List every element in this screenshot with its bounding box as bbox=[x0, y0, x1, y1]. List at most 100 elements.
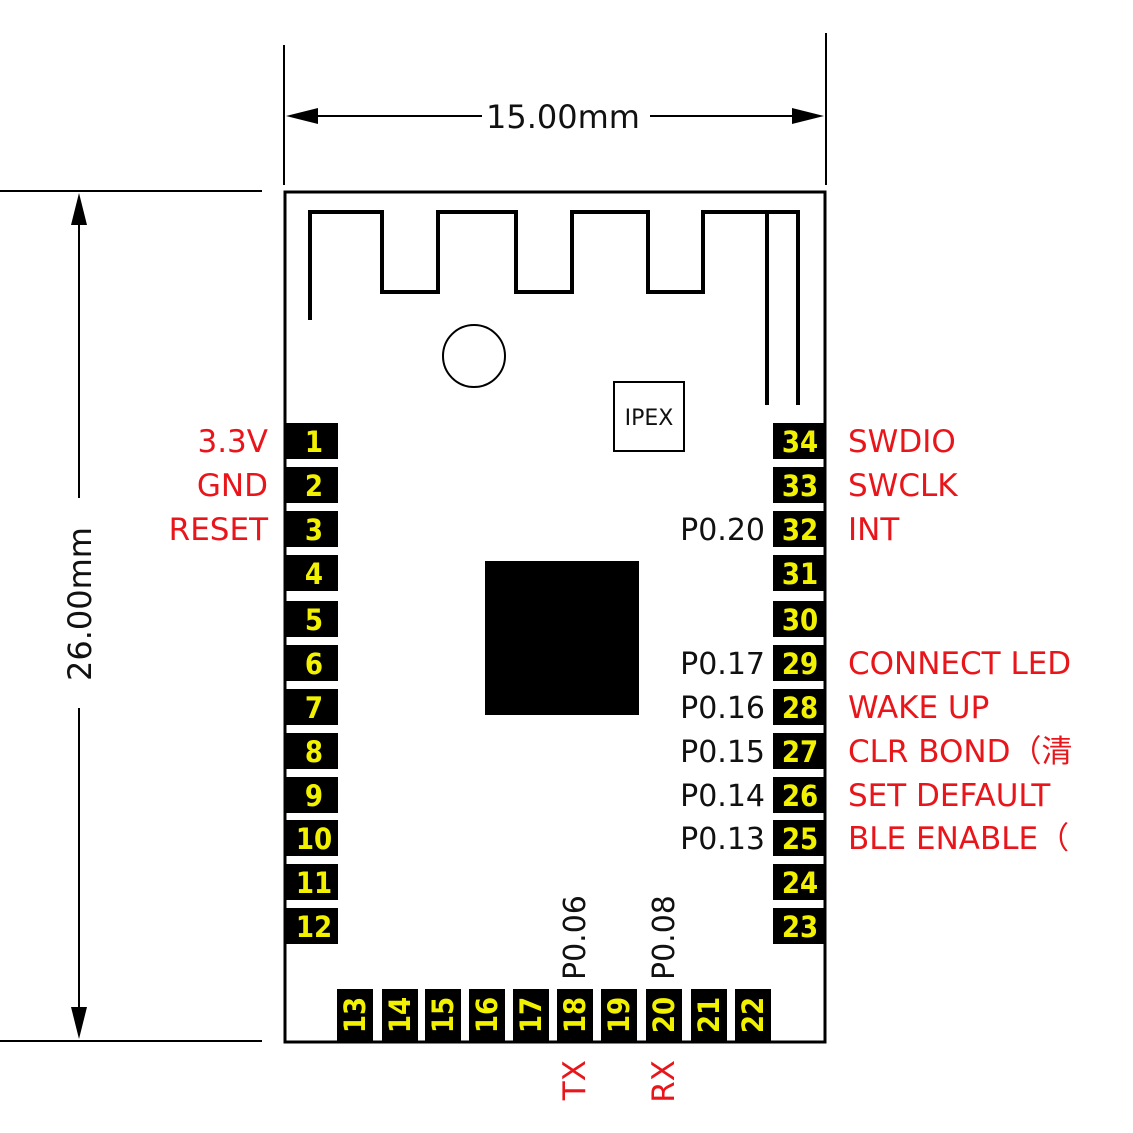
pin-number: 22 bbox=[736, 997, 770, 1033]
pin-21: 21 bbox=[691, 989, 727, 1041]
chip bbox=[485, 561, 639, 715]
pin-pad bbox=[286, 733, 338, 769]
pin-number: 13 bbox=[338, 997, 372, 1033]
pin-number: 11 bbox=[296, 866, 332, 900]
pin-9: 9 bbox=[286, 777, 338, 813]
pin-7: 7 bbox=[286, 689, 338, 725]
pin-number: 15 bbox=[426, 997, 460, 1033]
pin-11: 11 bbox=[286, 864, 338, 900]
ipex-label: IPEX bbox=[625, 406, 674, 431]
pin-number: 28 bbox=[782, 691, 818, 725]
pin-number: 19 bbox=[602, 997, 636, 1033]
pin-number: 17 bbox=[514, 997, 548, 1033]
pin-gpio-label: P0.13 bbox=[680, 822, 765, 857]
pin-number: 18 bbox=[558, 997, 592, 1033]
pin-number: 12 bbox=[296, 910, 332, 944]
pin-pad bbox=[286, 555, 338, 591]
pin-gpio-label: P0.20 bbox=[680, 513, 765, 548]
pin-number: 9 bbox=[305, 779, 323, 813]
pin-pad bbox=[286, 864, 338, 900]
pin-function-label: CONNECT LED bbox=[848, 646, 1071, 682]
pin-31: 31 bbox=[773, 555, 825, 591]
pin-14: 14 bbox=[382, 989, 418, 1041]
pin-pad bbox=[286, 423, 338, 459]
pin-number: 4 bbox=[305, 557, 323, 591]
pin-pad bbox=[425, 989, 461, 1041]
arrowhead-right-icon bbox=[792, 108, 824, 124]
pin-number: 27 bbox=[782, 735, 818, 769]
pin-number: 23 bbox=[782, 910, 818, 944]
pin-function-label: SET DEFAULT bbox=[848, 778, 1051, 814]
pin-pad bbox=[773, 733, 825, 769]
pin-pad bbox=[773, 777, 825, 813]
pin-number: 14 bbox=[383, 997, 417, 1033]
mounting-hole bbox=[442, 324, 506, 388]
pin-pad bbox=[286, 820, 338, 856]
pin-pad bbox=[691, 989, 727, 1041]
pin-function-label: INT bbox=[848, 512, 900, 548]
pin-22: 22 bbox=[735, 989, 771, 1041]
pin-pad bbox=[773, 820, 825, 856]
pin-pad bbox=[773, 908, 825, 944]
pin-number: 7 bbox=[305, 691, 323, 725]
pin-13: 13 bbox=[337, 989, 373, 1041]
pin-gpio-label: P0.17 bbox=[680, 647, 765, 682]
width-dimension: 15.00mm bbox=[283, 33, 827, 185]
pin-function-label: RX bbox=[646, 1060, 682, 1103]
pin-pad bbox=[286, 689, 338, 725]
pin-function-label: CLR BOND（清 bbox=[848, 734, 1073, 770]
height-dimension: 26.00mm bbox=[0, 190, 262, 1042]
pin-29: 29 P0.17 CONNECT LED bbox=[680, 645, 1071, 682]
pin-pad bbox=[286, 777, 338, 813]
pin-pad bbox=[773, 864, 825, 900]
pin-pad bbox=[286, 645, 338, 681]
pin-pad bbox=[773, 511, 825, 547]
pin-6: 6 bbox=[286, 645, 338, 681]
arrowhead-up-icon bbox=[71, 193, 87, 225]
pin-pad bbox=[773, 555, 825, 591]
pin-12: 12 bbox=[286, 908, 338, 944]
pin-number: 34 bbox=[782, 425, 818, 459]
pin-pad bbox=[773, 467, 825, 503]
pin-8: 8 bbox=[286, 733, 338, 769]
pin-number: 10 bbox=[296, 822, 332, 856]
pin-gpio-label: P0.15 bbox=[680, 735, 765, 770]
pin-27: 27 P0.15 CLR BOND（清 bbox=[680, 733, 1073, 770]
pin-number: 2 bbox=[305, 469, 323, 503]
pin-number: 5 bbox=[305, 603, 323, 637]
pin-number: 1 bbox=[305, 425, 323, 459]
pin-number: 29 bbox=[782, 647, 818, 681]
pin-pad bbox=[286, 908, 338, 944]
height-label: 26.00mm bbox=[61, 527, 99, 681]
pin-number: 16 bbox=[470, 997, 504, 1033]
arrowhead-down-icon bbox=[71, 1007, 87, 1039]
pin-19: 19 bbox=[601, 989, 637, 1041]
pin-pad bbox=[646, 989, 682, 1041]
pin-function-label: RESET bbox=[169, 512, 269, 548]
pin-1: 1 3.3V bbox=[197, 423, 338, 460]
pin-pad bbox=[735, 989, 771, 1041]
pin-24: 24 bbox=[773, 864, 825, 900]
pin-gpio-label: P0.08 bbox=[647, 895, 682, 980]
pin-pad bbox=[469, 989, 505, 1041]
pin-function-label: 3.3V bbox=[197, 424, 268, 460]
pin-15: 15 bbox=[425, 989, 461, 1041]
pin-number: 24 bbox=[782, 866, 818, 900]
pin-5: 5 bbox=[286, 601, 338, 637]
pin-gpio-label: P0.06 bbox=[558, 895, 593, 980]
pin-function-label: WAKE UP bbox=[848, 690, 989, 726]
pin-17: 17 bbox=[513, 989, 549, 1041]
pin-16: 16 bbox=[469, 989, 505, 1041]
pcb-antenna-trace bbox=[308, 210, 800, 405]
pin-4: 4 bbox=[286, 555, 338, 591]
